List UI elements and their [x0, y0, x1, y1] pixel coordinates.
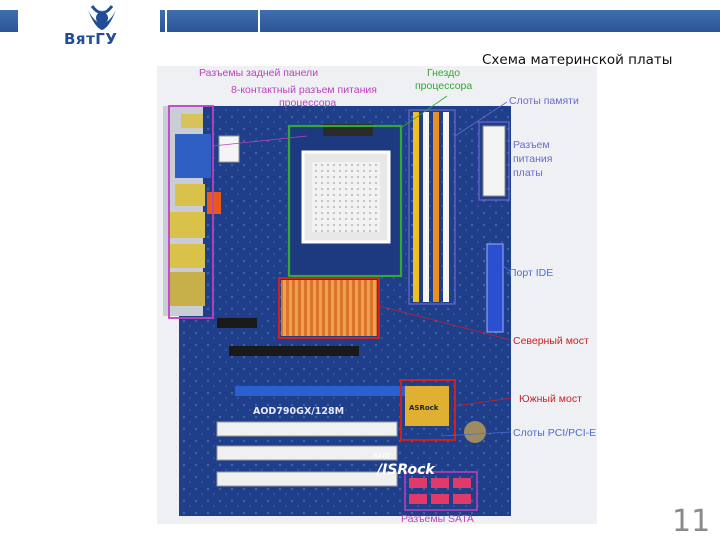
label-rear-panel: Разъемы задней панели [199, 67, 318, 79]
rear-panel-frame [168, 105, 214, 319]
cpu-power-connector [218, 135, 240, 163]
label-southbridge: Южный мост [519, 393, 582, 405]
header-divider [258, 10, 260, 32]
label-socket-line1: Гнездо [427, 67, 460, 79]
board-model-text: AOD790GX/128M [253, 406, 344, 417]
slide-title: Схема материнской платы [482, 52, 673, 68]
ide-connector [486, 243, 504, 333]
label-memory: Слоты памяти [509, 95, 579, 107]
label-socket-line2: процессора [415, 80, 472, 92]
southbridge-brand-text: ASRock [409, 404, 439, 412]
memory-frame [408, 109, 456, 305]
label-board-power-line1: Разъем [513, 139, 550, 151]
label-sata: Разъемы SATA [401, 513, 474, 524]
label-ide: Порт IDE [509, 267, 553, 279]
label-pci: Слоты PCI/PCI-E [513, 427, 596, 439]
sata-frame [404, 471, 478, 511]
header-bar [0, 10, 720, 32]
label-board-power-line2: питания [513, 153, 552, 165]
southbridge-chip [405, 386, 449, 426]
page-number: 11 [672, 504, 711, 539]
raid-text: RAID [373, 452, 390, 460]
vga-port [175, 134, 211, 178]
label-cpu-power-line2: процессора [279, 97, 336, 109]
logo-text: ВятГУ [64, 30, 118, 48]
label-board-power-line3: платы [513, 167, 543, 179]
label-cpu-power-line1: 8-контактный разъем питания [231, 84, 377, 96]
board-brand-text: /ISRock [375, 462, 436, 478]
cpu-socket-frame [287, 124, 403, 278]
northbridge-heatsink [281, 280, 377, 336]
logo-emblem-icon [88, 5, 116, 30]
header-divider [165, 10, 167, 32]
motherboard-diagram: AOD790GX/128M ASRock /ISRock RAID Разъем… [157, 66, 597, 524]
board-power-connector [482, 125, 506, 197]
label-northbridge: Северный мост [513, 335, 589, 347]
logo: ВятГУ [18, 0, 160, 48]
